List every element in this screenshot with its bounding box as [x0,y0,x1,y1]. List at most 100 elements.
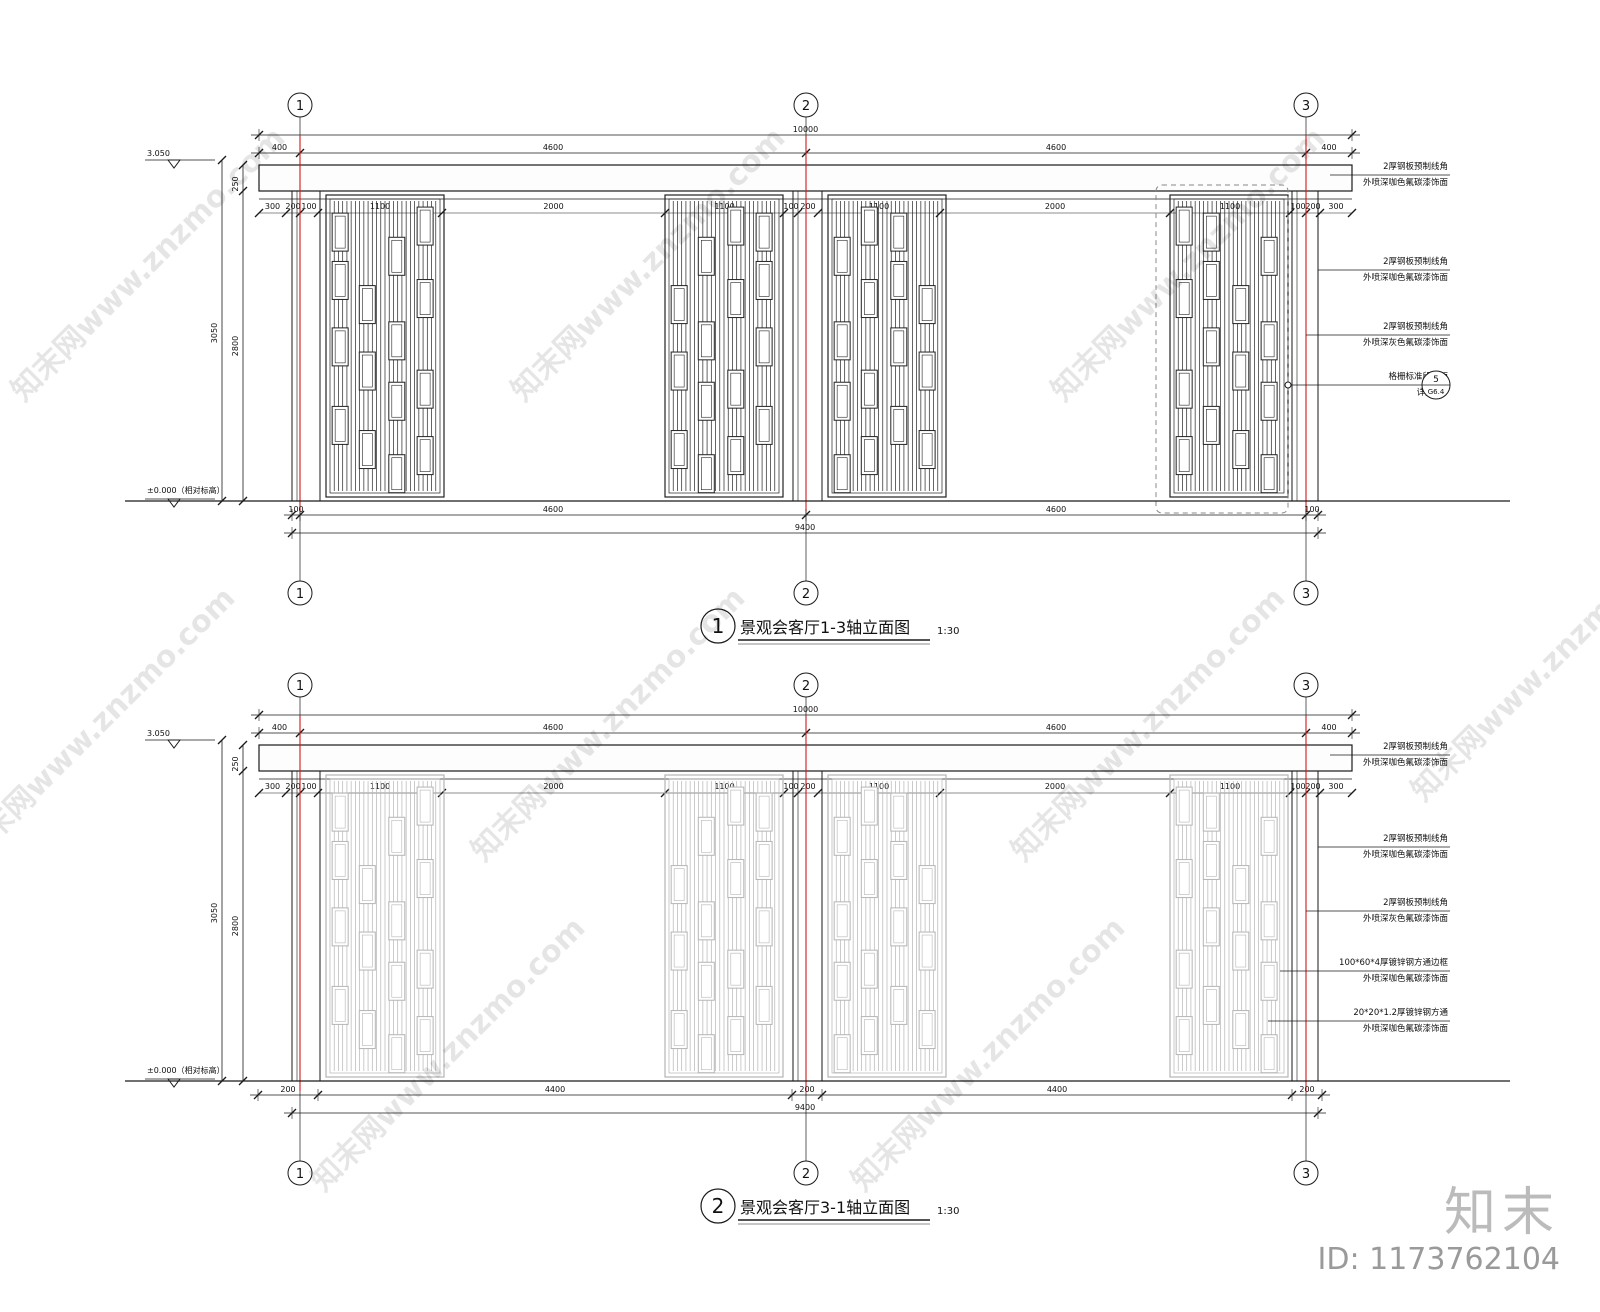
note-text-line2: 外喷深灰色氟碳漆饰面 [1363,337,1449,348]
dim-row-tick [813,208,823,218]
grille-block [1232,865,1250,905]
note-text-line1: 格栅标准段立面 [1388,371,1448,382]
grille-block [697,236,715,276]
dim-row-tick [779,208,789,218]
grille-block-inner [1178,209,1190,243]
grille-block [670,430,688,470]
dim-bottom-label: 200 [799,1085,814,1094]
grille-block-inner [758,215,770,249]
grille-block [860,369,878,409]
grille-block [1232,285,1250,325]
grille-block [670,285,688,325]
dim-row-tick [437,788,447,798]
grille-block-inner [1235,1013,1247,1046]
note-text-line2: 外喷深咖色氟碳漆饰面 [1363,1023,1449,1034]
grille-block-inner [1263,1037,1275,1071]
drawing-scale: 1:30 [937,626,959,637]
grille-block-inner [730,952,742,986]
grille-block-inner [863,209,875,243]
dim-tick [217,735,227,745]
grille-block-inner [361,934,373,968]
dim-row-label: 100 [1290,202,1305,211]
grille-block [727,279,745,319]
grille-block-inner [921,433,933,466]
grille-block [727,949,745,989]
steel-post [291,190,321,502]
grille-block-inner [1206,215,1217,249]
grille-block-inner [334,409,346,442]
note-text-line1: 2厚钢板预制线角 [1383,833,1448,844]
dim-row-tick [254,788,264,798]
dim-row-tick [254,208,264,218]
grille-block-inner [419,372,431,406]
dim-total-height-label: 3050 [210,903,219,923]
grille-block-inner [863,372,875,406]
dim-row-tick [313,208,323,218]
dim-total-top-tick [1347,710,1357,720]
grille-block [918,865,936,905]
grille-block-inner [419,789,431,823]
grille-block-inner [334,795,346,829]
drawing-title: 景观会客厅3-1轴立面图 [740,1198,910,1217]
dim-total-bottom-label: 9400 [795,1103,815,1112]
grille-block-inner [700,1037,712,1071]
grille-block [331,792,349,832]
grille-block [358,1010,376,1050]
grille-panel [827,194,947,498]
note-text-line2: 外喷深咖色氟碳漆饰面 [1363,973,1449,984]
dim-bottom-label: 4600 [1046,505,1066,514]
dim-row-label: 100 [1290,782,1305,791]
grille-block [416,279,434,319]
grille-block-inner [1206,409,1217,442]
note-text-line1: 20*20*1.2厚镀锌钢方通 [1353,1007,1448,1018]
grille-block-inner [921,354,933,388]
dim-top-tick [1347,148,1357,158]
grille-inner-frame [668,198,780,494]
grille-block [833,961,851,1001]
grille-block [755,792,773,832]
axis-label-top: 1 [296,99,304,114]
level-bottom-marker [167,1078,181,1088]
grille-block [1260,901,1278,941]
dim-bottom-tick [1301,510,1311,520]
grille-block-inner [863,439,875,472]
grille-block-inner [836,904,848,938]
grille-block [388,381,406,421]
grille-block [331,840,349,880]
grille-block-inner [758,409,770,442]
grille-block-inner [673,433,685,466]
grille-block-inner [921,1013,933,1046]
grille-panel [325,774,445,1078]
grille-block [388,321,406,361]
grille-block [358,430,376,470]
grille-block-inner [673,354,685,388]
grille-block-inner [1206,989,1217,1022]
grille-block-inner [921,934,933,968]
grille-block-inner [863,1019,875,1052]
grille-block [1202,792,1220,832]
brand-logo: 知末 [1443,1183,1560,1243]
grille-block [331,212,349,252]
grille-inner-frame [668,778,780,1074]
dim-row-label: 1100 [370,202,390,211]
dim-top-label: 4600 [543,723,563,732]
grille-block [1175,949,1193,989]
grille-block-inner [334,910,346,944]
grille-block [860,279,878,319]
dim-tick [238,186,248,196]
grille-block-inner [730,789,742,823]
grille-block [833,816,851,856]
note-text-line2: 外喷深咖色氟碳漆饰面 [1363,177,1449,188]
grille-block [727,1016,745,1056]
dim-tick [238,1076,248,1086]
dim-bottom-label: 4400 [1047,1085,1067,1094]
dim-tick [238,766,248,776]
grille-block [860,859,878,899]
grille-block [727,436,745,476]
grille-block [1260,236,1278,276]
dim-row-tick [313,788,323,798]
grille-block-inner [1235,868,1247,901]
grille-block [860,786,878,826]
dim-bottom-tick [1287,1090,1297,1100]
axis-label-bottom: 1 [296,587,304,602]
